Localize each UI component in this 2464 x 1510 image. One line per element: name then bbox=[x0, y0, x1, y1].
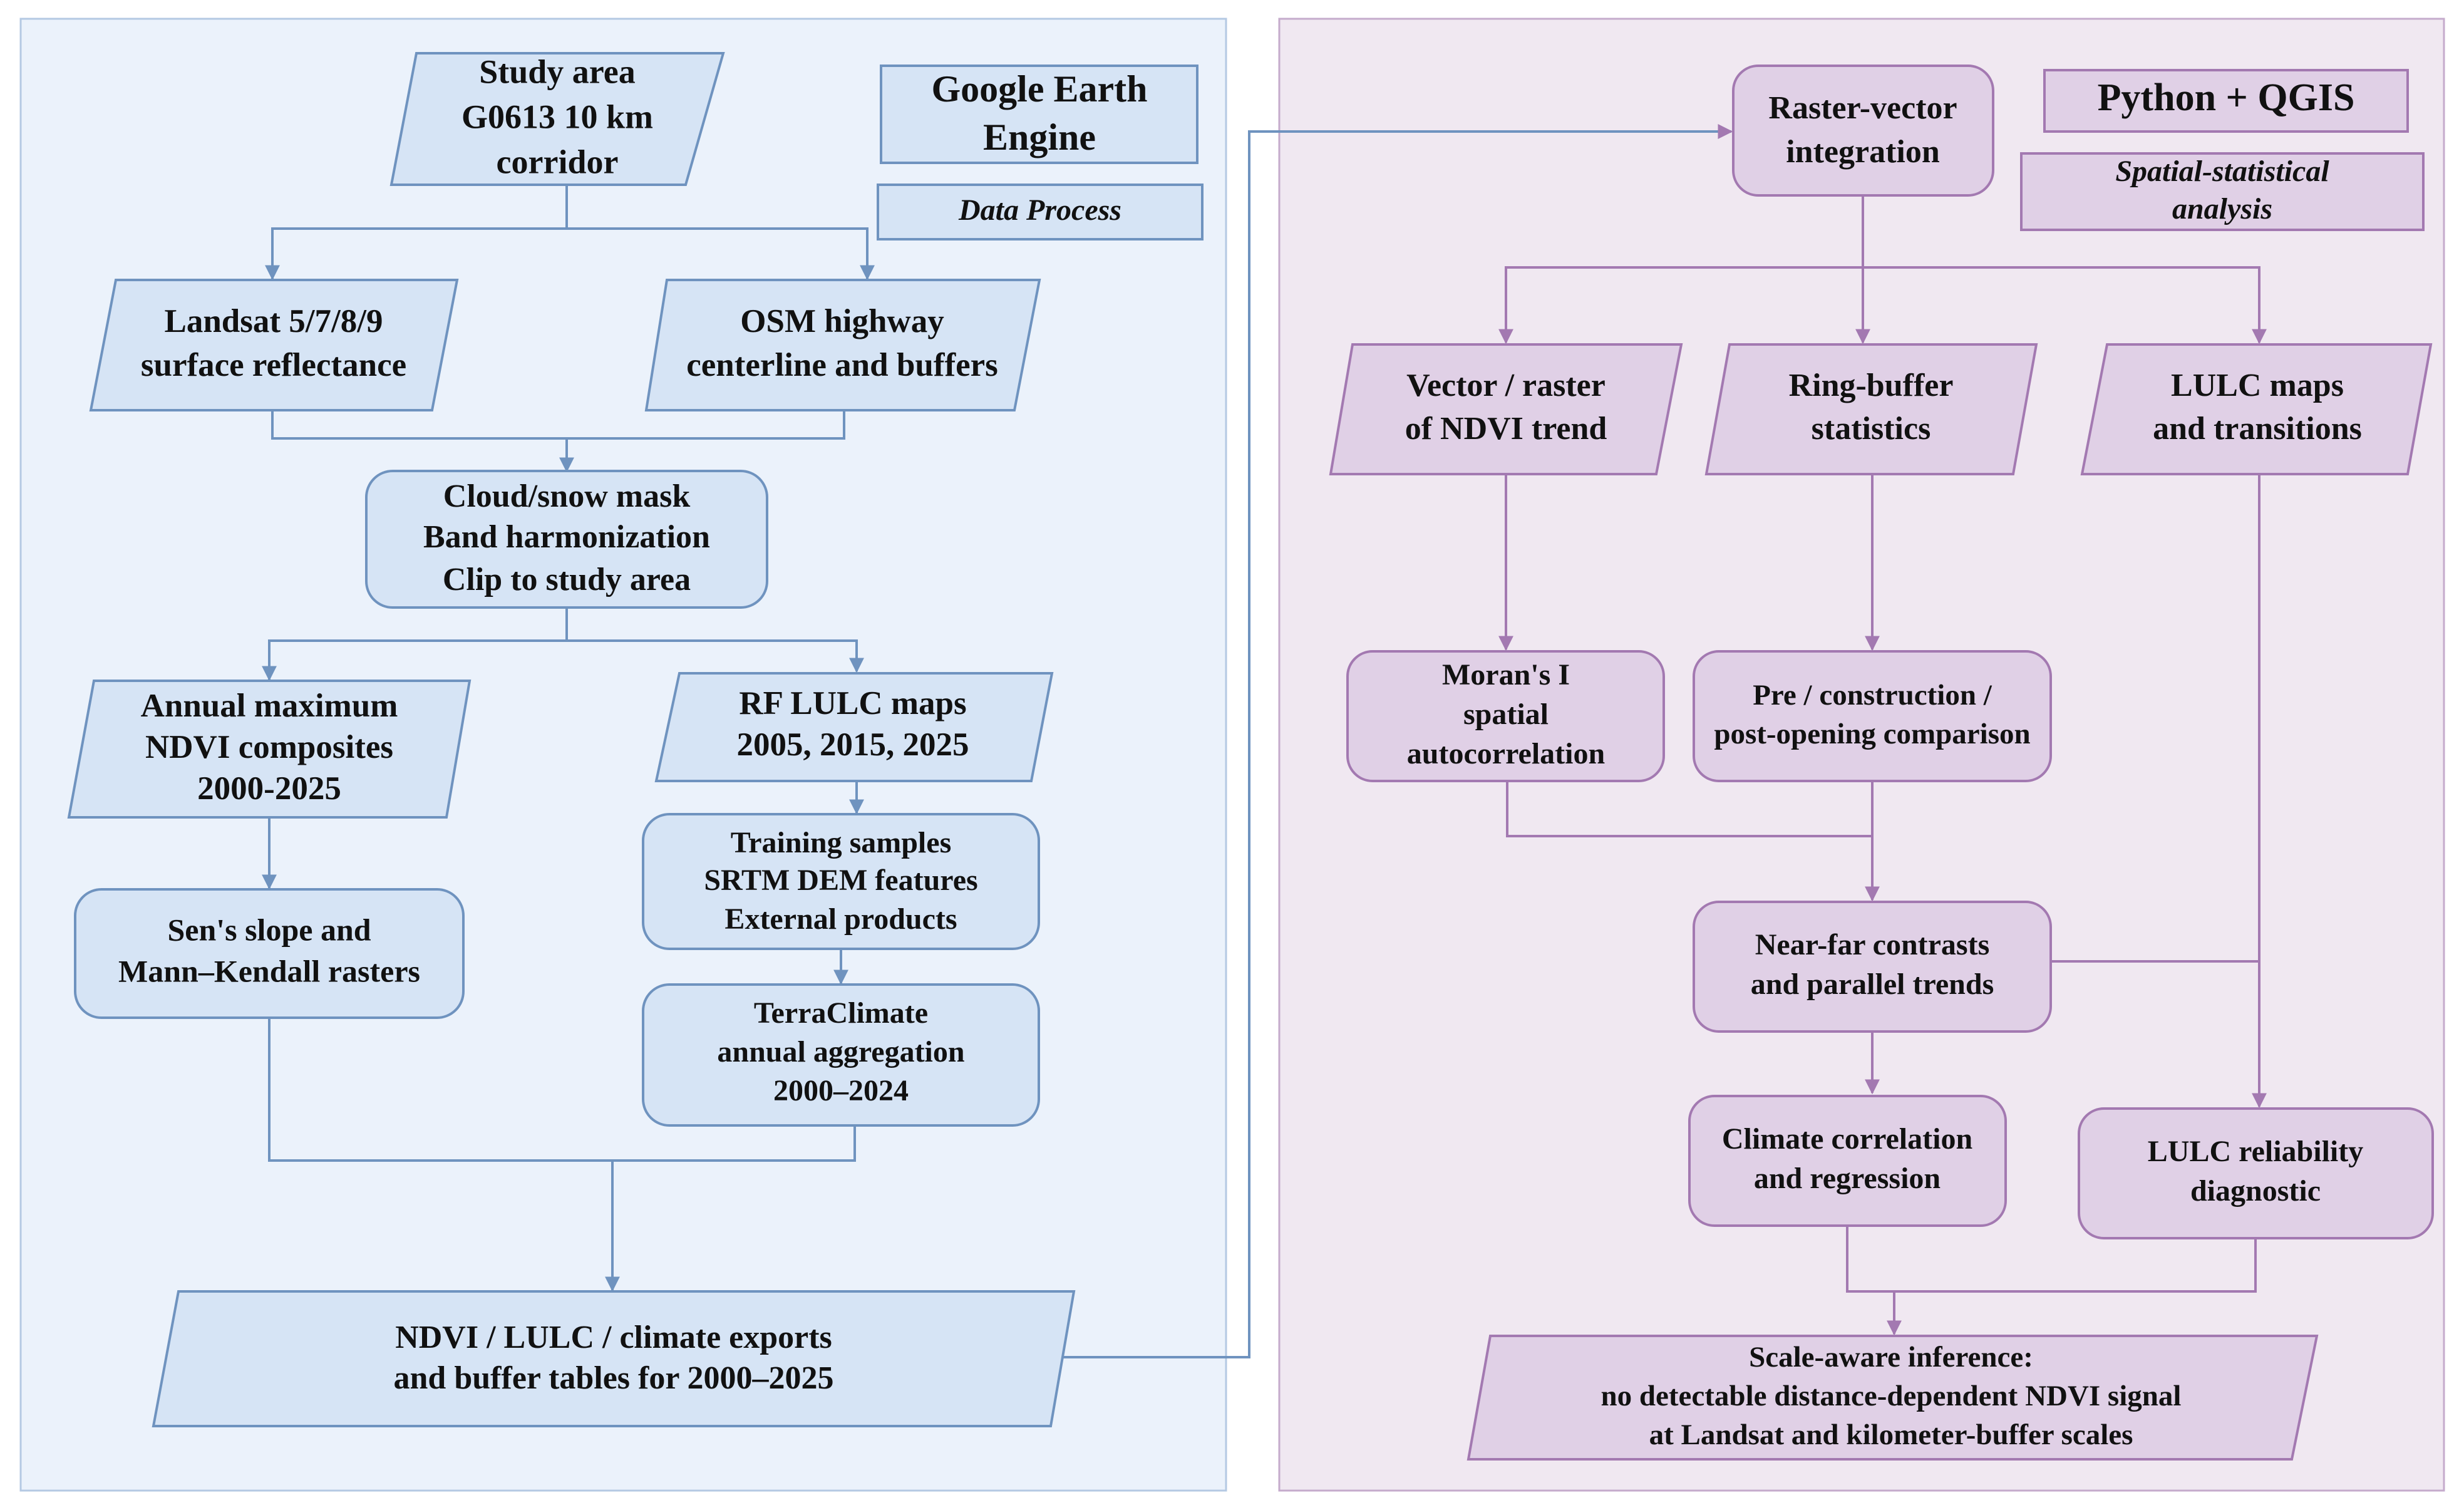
near-far-line-2: and parallel trends bbox=[1751, 968, 1994, 1001]
study-area-line-3: corridor bbox=[497, 143, 619, 180]
ndvi-composites-line-3: 2000-2025 bbox=[197, 770, 341, 807]
scale-aware-line-3: at Landsat and kilometer-buffer scales bbox=[1649, 1419, 2133, 1451]
edge-cloud-rf bbox=[567, 639, 864, 673]
edge-sources-merge bbox=[271, 410, 845, 440]
node-vector-raster: Vector / raster of NDVI trend bbox=[1329, 343, 1683, 475]
terraclimate-line-1: TerraClimate bbox=[754, 996, 928, 1030]
raster-vector-line-2: integration bbox=[1786, 134, 1940, 170]
training-line-1: Training samples bbox=[731, 826, 952, 859]
scale-aware-line-1: Scale-aware inference: bbox=[1749, 1341, 2033, 1373]
spatial-statistical-line-1: Spatial-statistical bbox=[2115, 155, 2329, 188]
node-pre-construction: Pre / construction / post-opening compar… bbox=[1693, 650, 2052, 782]
node-terraclimate: TerraClimate annual aggregation 2000–202… bbox=[642, 983, 1040, 1127]
ring-buffer-line-1: Ring-buffer bbox=[1789, 368, 1954, 403]
node-ndvi-composites: Annual maximum NDVI composites 2000-2025 bbox=[67, 680, 472, 819]
morans-line-1: Moran's I bbox=[1442, 658, 1570, 691]
node-scale-aware: Scale-aware inference: no detectable dis… bbox=[1467, 1335, 2319, 1461]
ring-buffer-line-2: statistics bbox=[1812, 411, 1931, 447]
node-lulc-reliability: LULC reliability diagnostic bbox=[2078, 1107, 2434, 1239]
edge-to-exports-merge bbox=[268, 1018, 856, 1162]
node-study-area: Study area G0613 10 km corridor bbox=[389, 52, 725, 186]
spatial-statistical-line-2: analysis bbox=[2172, 192, 2272, 225]
pre-construction-line-2: post-opening comparison bbox=[1714, 718, 2030, 750]
pre-construction-line-1: Pre / construction / bbox=[1753, 679, 1992, 711]
osm-line-1: OSM highway bbox=[740, 303, 944, 339]
node-lulc-maps: LULC maps and transitions bbox=[2080, 343, 2433, 475]
qgis-connectors bbox=[1498, 195, 2267, 1336]
training-line-3: External products bbox=[724, 902, 957, 936]
node-exports: NDVI / LULC / climate exports and buffer… bbox=[152, 1290, 1076, 1427]
scale-aware-line-2: no detectable distance-dependent NDVI si… bbox=[1601, 1380, 2182, 1412]
node-near-far: Near-far contrasts and parallel trends bbox=[1693, 901, 2052, 1033]
node-osm: OSM highway centerline and buffers bbox=[644, 279, 1041, 411]
exports-line-1: NDVI / LULC / climate exports bbox=[395, 1320, 832, 1355]
edge-raster-lulc bbox=[1863, 266, 2267, 344]
gee-connectors bbox=[262, 124, 1733, 1358]
data-process-label: Data Process bbox=[958, 194, 1121, 227]
edge-raster-vector bbox=[1498, 266, 1863, 344]
cloud-mask-line-3: Clip to study area bbox=[443, 562, 691, 597]
climate-corr-line-1: Climate correlation bbox=[1722, 1122, 1972, 1156]
edge-cloud-ndvi bbox=[262, 608, 568, 681]
node-ring-buffer: Ring-buffer statistics bbox=[1704, 343, 2038, 475]
study-area-line-2: G0613 10 km bbox=[461, 98, 653, 135]
rf-lulc-line-1: RF LULC maps bbox=[739, 685, 966, 721]
node-morans: Moran's I spatial autocorrelation bbox=[1346, 650, 1665, 782]
gee-title-box: Google Earth Engine bbox=[880, 65, 1198, 164]
python-qgis-title-box: Python + QGIS bbox=[2043, 69, 2409, 133]
climate-corr-line-2: and regression bbox=[1754, 1162, 1941, 1195]
terraclimate-line-3: 2000–2024 bbox=[773, 1074, 909, 1107]
node-rf-lulc: RF LULC maps 2005, 2015, 2025 bbox=[654, 672, 1054, 782]
node-cloud-mask: Cloud/snow mask Band harmonization Clip … bbox=[365, 470, 768, 609]
exports-line-2: and buffer tables for 2000–2025 bbox=[394, 1360, 834, 1396]
lulc-maps-line-1: LULC maps bbox=[2171, 368, 2344, 403]
ndvi-composites-line-1: Annual maximum bbox=[141, 688, 398, 724]
sens-slope-line-1: Sen's slope and bbox=[167, 912, 371, 947]
spatial-statistical-box: Spatial-statistical analysis bbox=[2020, 152, 2425, 231]
lulc-reliability-line-2: diagnostic bbox=[2190, 1174, 2321, 1207]
edge-exports-raster bbox=[1063, 124, 1733, 1358]
raster-vector-line-1: Raster-vector bbox=[1768, 90, 1957, 126]
terraclimate-line-2: annual aggregation bbox=[717, 1035, 964, 1068]
node-sens-slope: Sen's slope and Mann–Kendall rasters bbox=[74, 888, 465, 1019]
lulc-maps-line-2: and transitions bbox=[2153, 411, 2362, 447]
near-far-line-1: Near-far contrasts bbox=[1755, 928, 1990, 961]
morans-line-2: spatial bbox=[1463, 698, 1549, 731]
edge-morans-join bbox=[1506, 781, 1872, 837]
vector-raster-line-1: Vector / raster bbox=[1406, 368, 1606, 403]
gee-title-line-1: Google Earth bbox=[932, 68, 1148, 110]
data-process-box: Data Process bbox=[877, 184, 1204, 240]
node-raster-vector: Raster-vector integration bbox=[1732, 65, 1994, 197]
node-landsat: Landsat 5/7/8/9 surface reflectance bbox=[89, 279, 459, 411]
training-line-2: SRTM DEM features bbox=[704, 864, 977, 897]
edge-study-landsat bbox=[265, 185, 568, 281]
morans-line-3: autocorrelation bbox=[1407, 737, 1605, 770]
ndvi-composites-line-2: NDVI composites bbox=[145, 729, 393, 765]
sens-slope-line-2: Mann–Kendall rasters bbox=[118, 953, 420, 988]
node-climate-corr: Climate correlation and regression bbox=[1688, 1095, 2007, 1227]
cloud-mask-line-2: Band harmonization bbox=[423, 519, 710, 555]
landsat-line-2: surface reflectance bbox=[141, 347, 406, 383]
cloud-mask-line-1: Cloud/snow mask bbox=[443, 478, 691, 514]
gee-title-line-2: Engine bbox=[983, 116, 1096, 158]
vector-raster-line-2: of NDVI trend bbox=[1405, 411, 1607, 447]
rf-lulc-line-2: 2005, 2015, 2025 bbox=[737, 727, 969, 763]
node-training: Training samples SRTM DEM features Exter… bbox=[642, 813, 1040, 950]
landsat-line-1: Landsat 5/7/8/9 bbox=[164, 303, 383, 339]
edge-diagnostics-merge bbox=[1846, 1226, 2257, 1293]
python-qgis-title: Python + QGIS bbox=[2098, 76, 2355, 119]
study-area-line-1: Study area bbox=[479, 53, 636, 90]
edge-study-osm bbox=[567, 227, 875, 281]
osm-line-2: centerline and buffers bbox=[686, 347, 998, 383]
lulc-reliability-line-1: LULC reliability bbox=[2148, 1135, 2363, 1168]
